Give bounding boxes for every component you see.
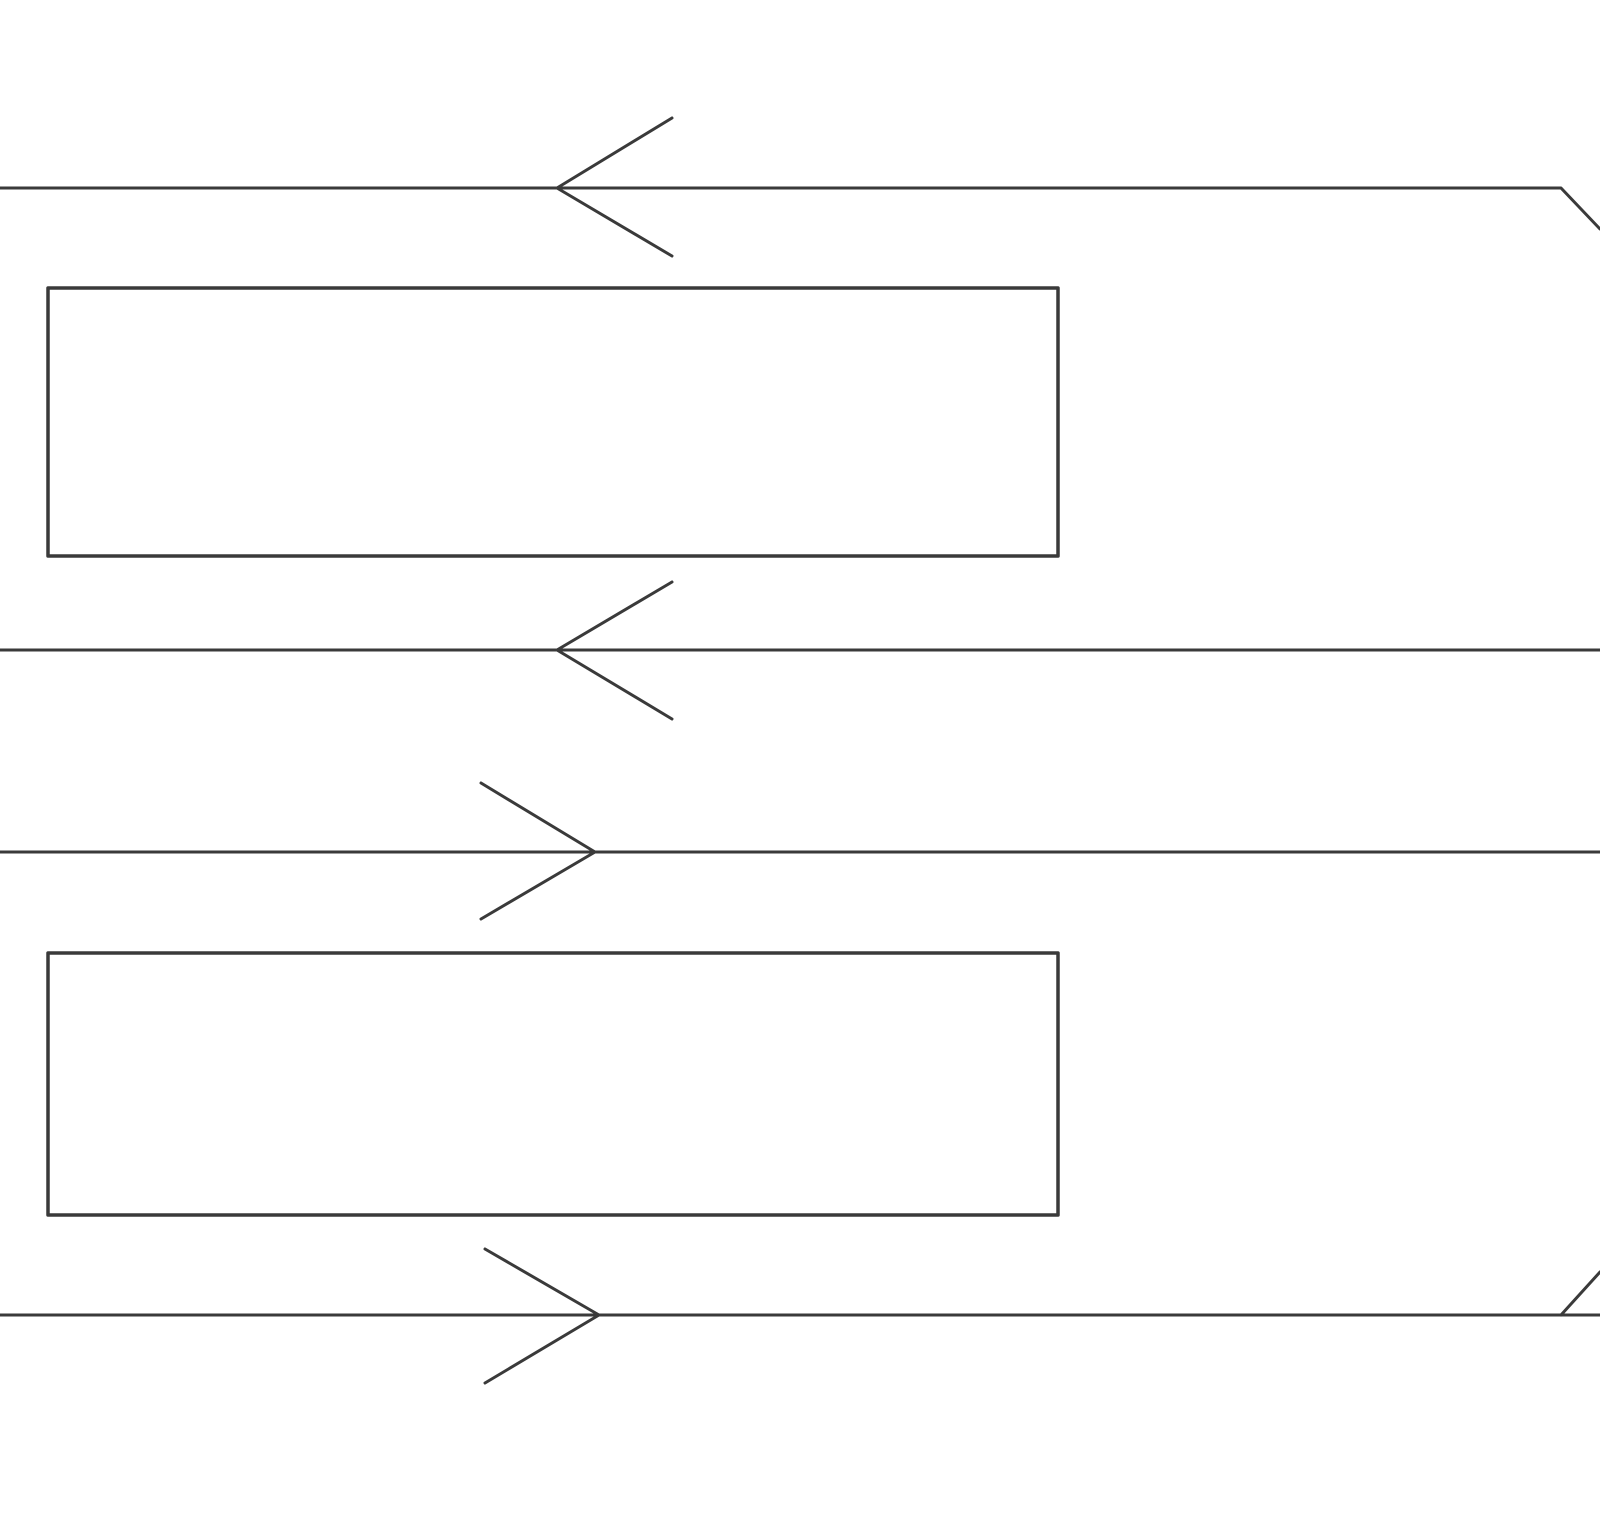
line-1 <box>0 186 1600 231</box>
line-1-arrowhead-left <box>555 116 674 258</box>
line-3-arrowhead-right <box>479 781 597 921</box>
line-4-arrowhead-right <box>483 1247 601 1385</box>
line-3-group <box>0 781 1600 921</box>
box-upper <box>46 286 1060 558</box>
line-2-arrowhead-left <box>555 580 674 721</box>
line-4-corner <box>1559 1270 1600 1317</box>
line-1-group <box>0 116 1600 258</box>
box-lower <box>46 951 1060 1217</box>
line-4-group <box>0 1247 1600 1385</box>
line-2-group <box>0 580 1600 721</box>
